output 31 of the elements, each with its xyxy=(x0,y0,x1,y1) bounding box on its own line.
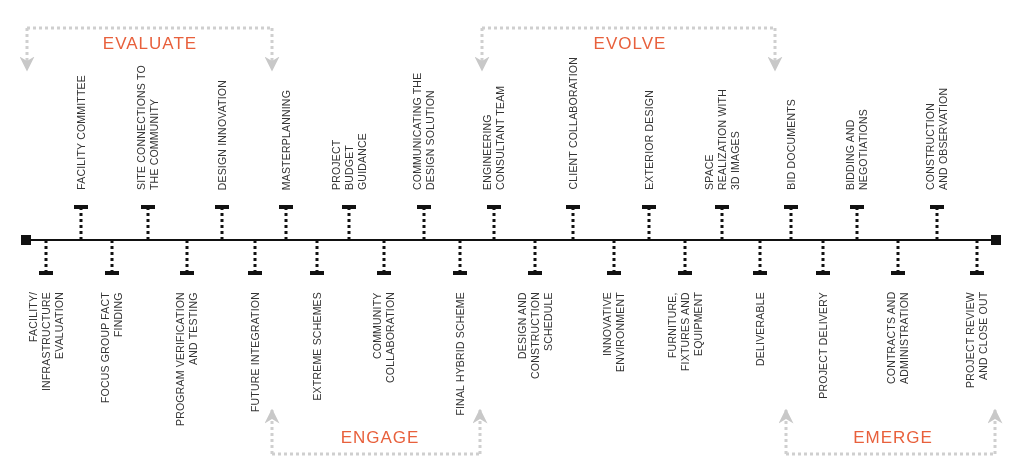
milestone-label: PROJECT BUDGET GUIDANCE xyxy=(329,131,369,190)
phase-label: EMERGE xyxy=(853,428,933,448)
milestone-label: ENGINEERING CONSULTANT TEAM xyxy=(481,84,507,190)
milestone-label: EXTREME SCHEMES xyxy=(310,292,324,401)
milestone-label: COMMUNITY COLLABORATION xyxy=(371,292,397,386)
phase-label: EVALUATE xyxy=(102,34,198,54)
milestone-label: FOCUS GROUP FACT FINDING xyxy=(99,292,125,404)
milestone-label: DELIVERABLE xyxy=(753,292,767,366)
milestone-label: EXTERIOR DESIGN xyxy=(642,90,656,190)
milestone-label: PROGRAM VERIFICATION AND TESTING xyxy=(174,292,200,427)
milestone-label: FACILITY COMMITTEE xyxy=(74,75,88,190)
milestone-label: FUTURE INTEGRATION xyxy=(248,292,262,413)
milestone-label: DESIGN AND CONSTRUCTION SCHEDULE xyxy=(515,292,555,380)
phase-label: EVOLVE xyxy=(593,34,667,54)
milestone-label: SITE CONNECTIONS TO THE COMMUNITY xyxy=(135,64,161,190)
phase-label: ENGAGE xyxy=(340,428,420,448)
milestone-label: CONSTRUCTION AND OBSERVATION xyxy=(924,86,950,190)
milestone-label: SPACE REALIZATION WITH 3D IMAGES xyxy=(702,88,742,190)
milestone-label: MASTERPLANNING xyxy=(279,89,293,190)
milestone-label: BID DOCUMENTS xyxy=(784,99,798,190)
milestone-label: DESIGN INNOVATION xyxy=(215,79,229,190)
milestone-label: FACILITY/ INFRASTRUCTURE EVALUATION xyxy=(26,292,66,392)
milestone-label: INNOVATIVE ENVIRONMENT xyxy=(601,292,627,372)
milestone-label: FINAL HYBRID SCHEME xyxy=(453,292,467,416)
milestone-label: PROJECT DELIVERY xyxy=(816,292,830,399)
milestone-label: PROJECT REVIEW AND CLOSE OUT xyxy=(964,292,990,390)
milestone-label: BIDDING AND NEGOTIATIONS xyxy=(844,108,870,190)
milestone-label: COMMUNICATING THE DESIGN SOLUTION xyxy=(411,71,437,190)
milestone-label: CLIENT COLLABORATION xyxy=(566,57,580,190)
milestone-label: FURNITURE, FIXTURES AND EQUIPMENT xyxy=(665,292,705,373)
milestone-label: CONTRACTS AND ADMINISTRATION xyxy=(885,292,911,387)
